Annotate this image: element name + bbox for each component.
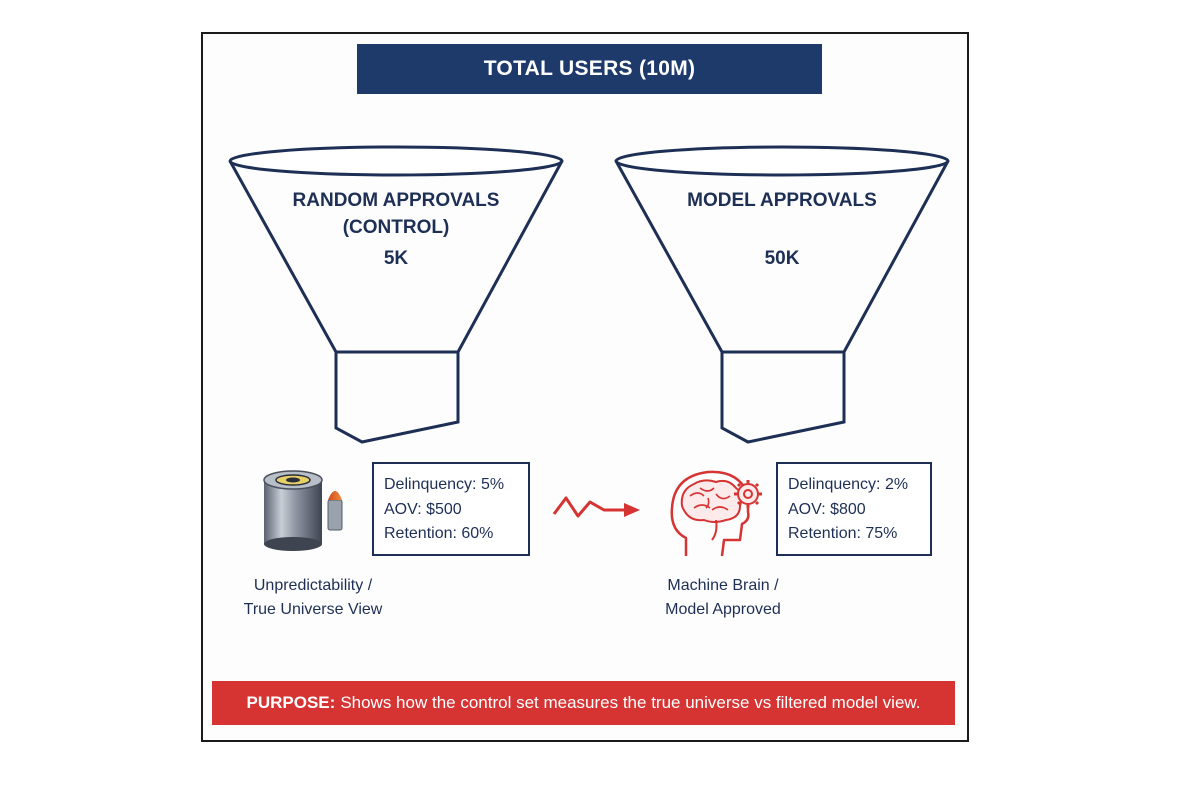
model-caption-line1: Machine Brain /	[667, 577, 779, 594]
model-stats-box: Delinquency: 2% AOV: $800 Retention: 75%	[776, 462, 932, 556]
control-caption-line1: Unpredictability /	[253, 577, 373, 594]
control-aov: AOV: $500	[384, 500, 462, 518]
model-funnel-title-line1: MODEL APPROVALS	[687, 190, 877, 211]
control-stats-box: Delinquency: 5% AOV: $500 Retention: 60%	[372, 462, 530, 556]
model-funnel-value: 50K	[764, 248, 800, 269]
control-funnel-title-line1: RANDOM APPROVALS	[292, 190, 500, 211]
control-retention: Retention: 60%	[384, 525, 494, 542]
zigzag-arrow-icon	[552, 496, 640, 518]
control-funnel-value: 5K	[383, 248, 409, 269]
purpose-label: PURPOSE:	[246, 693, 336, 712]
model-delinquency: Delinquency: 2%	[788, 476, 909, 493]
model-funnel	[614, 145, 950, 444]
brain-gear-head-icon	[670, 470, 762, 557]
model-aov: AOV: $800	[788, 500, 866, 518]
control-funnel	[228, 145, 564, 444]
revolver-cylinder-icon	[263, 470, 343, 551]
model-retention: Retention: 75%	[788, 525, 898, 542]
model-caption: Machine Brain / Model Approved	[632, 574, 814, 622]
control-caption: Unpredictability / True Universe View	[222, 574, 404, 622]
control-caption-line2: True Universe View	[243, 601, 383, 618]
total-users-banner: TOTAL USERS (10M)	[357, 44, 822, 94]
control-delinquency: Delinquency: 5%	[384, 476, 505, 493]
purpose-text: Shows how the control set measures the t…	[340, 693, 921, 712]
control-funnel-title: RANDOM APPROVALS (CONTROL)	[266, 187, 526, 241]
control-funnel-title-line2: (CONTROL)	[342, 217, 450, 238]
purpose-banner: PURPOSE: Shows how the control set measu…	[212, 681, 955, 725]
model-caption-line2: Model Approved	[665, 601, 781, 618]
model-funnel-title: MODEL APPROVALS	[652, 187, 912, 214]
